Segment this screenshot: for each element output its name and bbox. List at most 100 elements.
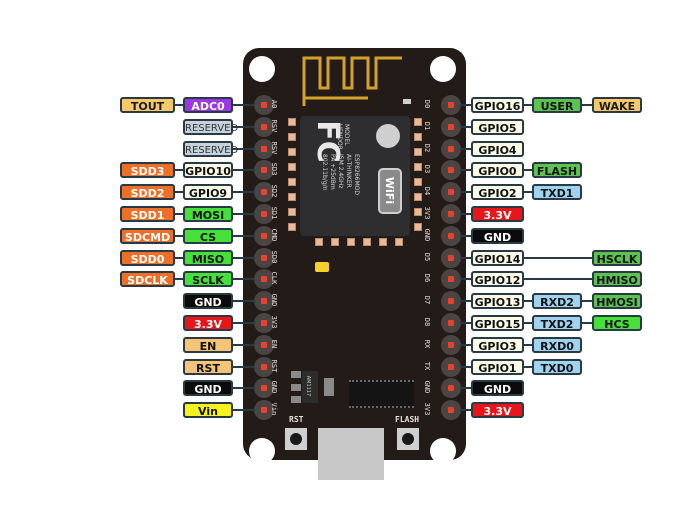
connector-line <box>460 256 472 259</box>
pin-label-vin: Vin <box>183 402 233 419</box>
module-pad <box>288 118 296 126</box>
connector-line <box>524 104 532 106</box>
espressif-logo-icon <box>376 124 400 148</box>
rst-button[interactable] <box>285 428 307 450</box>
connector-line <box>233 387 255 390</box>
regulator-label: AM1117 <box>305 375 312 397</box>
connector-line <box>233 343 255 346</box>
pin-dot <box>261 189 267 196</box>
module-pad <box>414 223 422 231</box>
pin-label-sdd2: SDD2 <box>120 184 175 201</box>
connector-line <box>524 322 532 324</box>
connector-line <box>175 234 183 237</box>
connector-line <box>524 300 532 303</box>
pin-dot <box>448 320 454 326</box>
rst-button-label: RST <box>289 415 304 424</box>
pin-dot <box>448 167 454 174</box>
pin-label-gpio9: GPIO9 <box>183 184 233 201</box>
pin-silkscreen-label: Vin <box>270 402 278 416</box>
pin-label-3-3v: 3.3V <box>183 315 233 331</box>
pin-label-gpio10: GPIO10 <box>183 162 233 179</box>
connector-line <box>582 322 592 324</box>
regulator-pin <box>291 384 301 391</box>
pin-dot <box>261 232 267 239</box>
connector-line <box>233 169 255 172</box>
pin-dot <box>448 123 454 130</box>
pin-header-hole <box>254 225 274 246</box>
pin-label-gpio15: GPIO15 <box>471 315 524 331</box>
pin-dot <box>261 102 267 108</box>
pin-dot <box>448 298 454 305</box>
flash-button[interactable] <box>397 428 419 450</box>
module-pad <box>288 178 296 186</box>
module-pad <box>288 223 296 231</box>
pin-label-wake: WAKE <box>592 97 642 113</box>
pin-header-hole <box>441 225 461 246</box>
regulator-pin <box>291 371 301 378</box>
pin-label-gpio2: GPIO2 <box>471 184 524 201</box>
pin-dot <box>448 276 454 283</box>
pin-header-hole <box>254 160 274 181</box>
pin-label-gpio13: GPIO13 <box>471 293 524 310</box>
pin-header-hole <box>254 116 274 137</box>
pin-label-gnd: GND <box>471 380 524 397</box>
pin-dot <box>261 363 267 370</box>
connector-line <box>175 169 183 172</box>
module-pad <box>395 238 403 246</box>
pin-dot <box>261 167 267 174</box>
model-label: MODEL <box>343 124 350 146</box>
connector-line <box>460 191 472 194</box>
pin-label-hcs: HCS <box>592 315 642 331</box>
pin-header-hole <box>441 247 461 268</box>
regulator-tab <box>324 378 334 396</box>
module-pad <box>414 163 422 171</box>
pin-dot <box>448 341 454 348</box>
pin-label-3-3v: 3.3V <box>471 206 524 222</box>
pin-header-hole <box>441 334 461 355</box>
pin-label-hmosi: HMOSI <box>592 293 642 310</box>
module-pad <box>288 163 296 171</box>
pin-dot <box>261 123 267 130</box>
connector-line <box>175 278 183 281</box>
mounting-hole <box>249 438 275 464</box>
pin-dot <box>448 189 454 196</box>
module-pad <box>347 238 355 246</box>
module-pad <box>315 238 323 246</box>
connector-line <box>460 125 472 128</box>
pin-dot <box>261 341 267 348</box>
pin-dot <box>448 385 454 392</box>
connector-line <box>524 169 532 172</box>
connector-line <box>233 213 255 215</box>
pin-dot <box>448 211 454 217</box>
pin-label-rxd0: RXD0 <box>532 336 582 353</box>
module-pad <box>414 178 422 186</box>
micro-usb-connector[interactable] <box>318 428 384 480</box>
connector-line <box>460 104 472 106</box>
pin-dot <box>448 407 454 414</box>
pin-dot <box>448 254 454 261</box>
pin-header-hole <box>254 356 274 377</box>
pin-header-hole <box>254 313 274 333</box>
pin-dot <box>261 320 267 326</box>
connector-line <box>233 234 255 237</box>
connector-line <box>175 191 183 194</box>
connector-line <box>460 147 472 150</box>
pin-label-sdd3: SDD3 <box>120 162 175 179</box>
pin-label-adc0: ADC0 <box>183 97 233 113</box>
connector-line <box>524 256 592 259</box>
pin-label-sdd1: SDD1 <box>120 206 175 222</box>
connector-line <box>460 278 472 281</box>
pin-silkscreen-label: 3V3 <box>423 402 431 416</box>
wifi-logo: WiFi <box>378 168 402 214</box>
module-pad <box>379 238 387 246</box>
pin-header-hole <box>254 182 274 203</box>
pin-label-sdd0: SDD0 <box>120 249 175 266</box>
pin-header-hole <box>441 400 461 421</box>
pcb-antenna <box>302 56 402 106</box>
pin-header-hole <box>441 160 461 181</box>
pin-dot <box>448 102 454 108</box>
connector-line <box>175 256 183 259</box>
connector-line <box>175 213 183 215</box>
connector-line <box>233 104 255 106</box>
pin-label-gnd: GND <box>183 380 233 397</box>
